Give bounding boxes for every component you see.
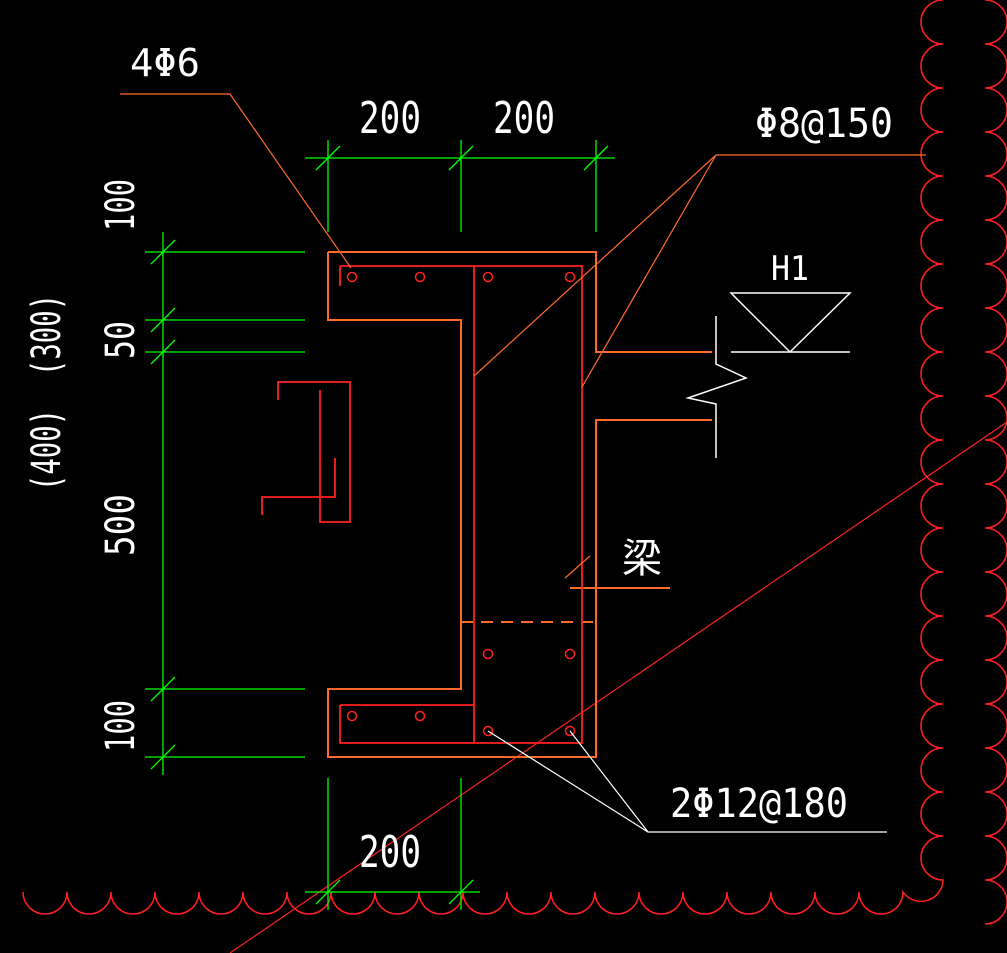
dimension-lines	[145, 140, 615, 910]
stirrup-callout: Φ8@150	[755, 101, 893, 147]
dim-alt-300: (300)	[24, 294, 70, 376]
beam-label: 梁	[622, 536, 662, 582]
dim-bottom: 200	[359, 827, 421, 878]
bottom-bar-callout: 2Φ12@180	[670, 781, 848, 827]
rebar-dots	[346, 271, 576, 737]
dim-top-left: 200	[359, 93, 421, 144]
top-bar-callout: 4Φ6	[130, 41, 200, 85]
dim-left-50: 50	[98, 321, 144, 359]
elevation-mark	[729, 292, 852, 354]
dim-left-100-top: 100	[98, 179, 144, 231]
revision-cloud-path-outer	[984, 0, 1007, 925]
break-line	[685, 316, 748, 458]
dim-left-100-bottom: 100	[98, 700, 144, 752]
section-outline	[327, 251, 712, 758]
diagonal-reference-line	[229, 421, 1007, 953]
dim-alt-400: (400)	[24, 409, 70, 491]
dim-left-500: 500	[98, 494, 144, 556]
leader-lines	[120, 93, 926, 833]
elevation-label: H1	[771, 249, 809, 289]
dim-top-right: 200	[493, 93, 555, 144]
rebar-lines	[261, 265, 583, 744]
